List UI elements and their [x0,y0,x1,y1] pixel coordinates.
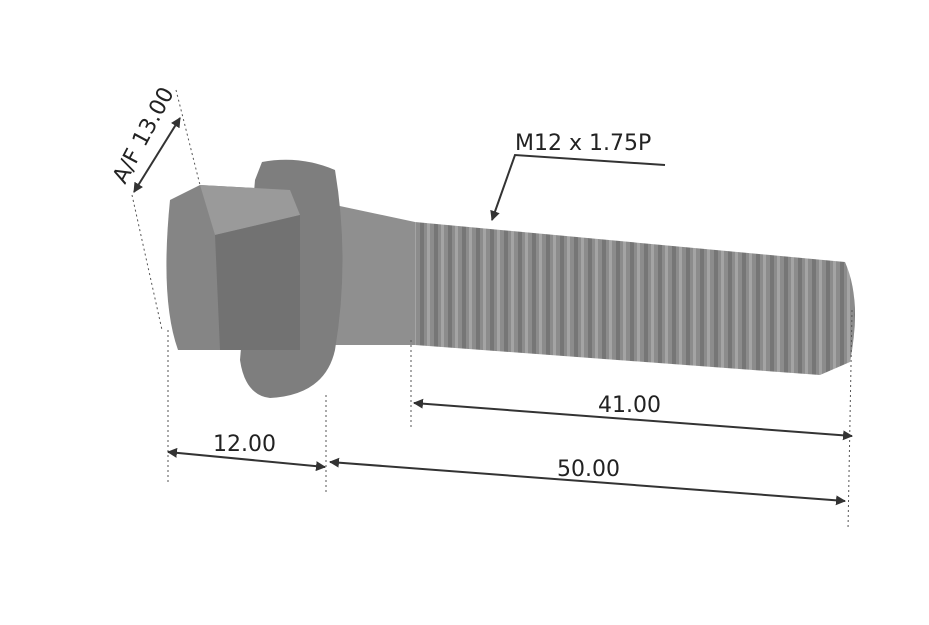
thread-length-dimension-line [413,398,853,441]
hex-head-face [200,185,300,235]
hex-head-side [215,215,300,350]
head-length-dimension-line [167,447,326,472]
shank-length-label: 50.00 [557,457,620,482]
head-length-label: 12.00 [213,432,276,457]
plain-shank [335,205,415,345]
threaded-shank [415,222,855,375]
across-flats-dimension-line [133,117,181,193]
bolt-body [166,159,855,398]
thread-spec-label: M12 x 1.75P [515,131,651,156]
shank-length-dimension-line [329,457,846,506]
thread-length-label: 41.00 [598,393,661,418]
thread-spec-leader [490,153,666,221]
